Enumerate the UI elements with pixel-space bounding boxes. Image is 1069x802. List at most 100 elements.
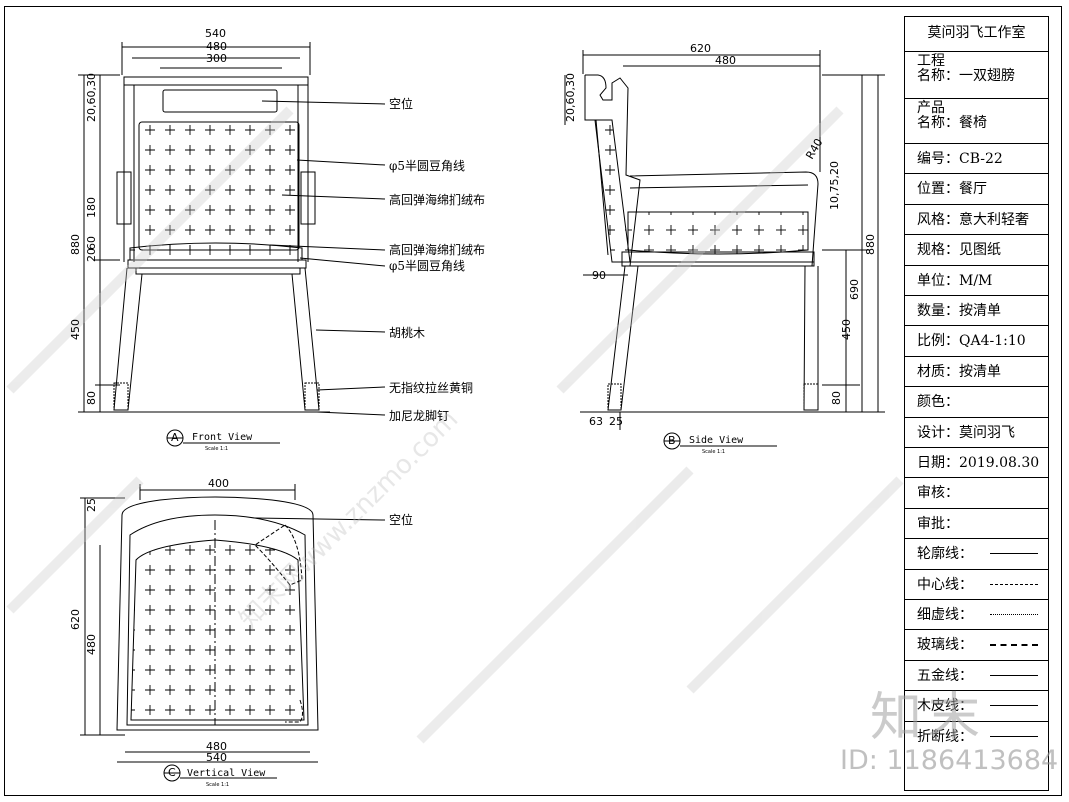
- tb-row-14: 审批：: [905, 509, 1048, 540]
- tb-row-20: 木皮线：: [905, 691, 1048, 722]
- tb-label-12: 日期：: [917, 455, 959, 471]
- side-view-scale: Scale 1:1: [702, 449, 725, 455]
- tb-label-5: 规格：: [917, 242, 959, 259]
- callout-walnut: 胡桃木: [389, 325, 425, 340]
- tb-label-19: 五金线：: [917, 667, 973, 684]
- side-view: [564, 50, 885, 430]
- front-dim-20: 20: [85, 248, 98, 262]
- tb-row-16: 中心线：: [905, 570, 1048, 600]
- tb-row-21: 折断线：: [905, 722, 1048, 752]
- tb-label-7: 数量：: [917, 303, 959, 319]
- tb-row-9: 材质：按清单: [905, 357, 1048, 388]
- tb-value-8: QA4-1:10: [959, 333, 1026, 350]
- callout-foam-velvet-1: 高回弹海绵扪绒布: [389, 192, 485, 207]
- side-dim-450: 450: [840, 319, 853, 340]
- tb-value-12: 2019.08.30: [959, 455, 1040, 471]
- front-dim-480: 480: [206, 40, 227, 53]
- tb-row-17: 细虚线：: [905, 600, 1048, 631]
- top-callout-empty-slot: 空位: [389, 512, 413, 527]
- line-sample-solid: [990, 674, 1038, 676]
- line-sample-solid: [990, 553, 1038, 555]
- tb-row-3: 位置：餐厅: [905, 174, 1048, 205]
- title-block-header: 莫问羽飞工作室: [905, 17, 1048, 52]
- line-sample-break: [990, 735, 1038, 737]
- tb-row-7: 数量：按清单: [905, 296, 1048, 327]
- callout-foam-velvet-2: 高回弹海绵扪绒布: [389, 242, 485, 257]
- front-dim-top-rails: 20,60,30: [85, 73, 98, 122]
- tb-label-8: 比例：: [917, 333, 959, 350]
- tb-label-14: 审批：: [917, 515, 959, 532]
- tb-label-11: 设计：: [917, 424, 959, 441]
- callout-nylon-glide: 加尼龙脚钉: [389, 408, 449, 423]
- tb-label-project: 工程: [917, 53, 945, 69]
- front-view-scale: Scale 1:1: [205, 446, 228, 452]
- tb-label-project-name: 名称：: [917, 68, 959, 84]
- tb-value-project: 一双翅膀: [959, 68, 1015, 84]
- tb-value-2: CB-22: [959, 151, 1003, 167]
- tb-row-8: 比例：QA4-1:10: [905, 326, 1048, 357]
- tb-row-12: 日期：2019.08.30: [905, 448, 1048, 479]
- front-dim-300: 300: [206, 52, 227, 65]
- side-dim-63: 63: [589, 415, 603, 428]
- tb-row-11: 设计：莫问羽飞: [905, 418, 1048, 448]
- line-sample-glass: [990, 644, 1038, 647]
- side-dim-25: 25: [609, 415, 623, 428]
- tb-label-16: 中心线：: [917, 576, 973, 593]
- line-sample-wave: [990, 705, 1038, 707]
- top-view-title: Vertical View: [187, 768, 266, 779]
- top-view-label: [163, 764, 277, 782]
- top-view: [80, 484, 386, 763]
- front-label-letter: A: [171, 431, 179, 444]
- drawing-frame: [4, 6, 1062, 796]
- tb-label-15: 轮廓线：: [917, 546, 973, 563]
- top-dim-480: 480: [85, 634, 98, 655]
- tb-row-18: 玻璃线：: [905, 630, 1048, 661]
- tb-label-18: 玻璃线：: [917, 637, 973, 654]
- tb-row-13: 审核：: [905, 478, 1048, 509]
- callout-brass: 无指纹拉丝黄铜: [389, 380, 473, 395]
- tb-value-4: 意大利轻奢: [959, 211, 1029, 228]
- tb-value-7: 按清单: [959, 303, 1001, 319]
- tb-label-13: 审核：: [917, 485, 959, 502]
- front-view-label: [166, 429, 280, 447]
- front-dim-180: 180: [85, 197, 98, 218]
- top-label-letter: C: [168, 766, 176, 779]
- side-label-letter: B: [668, 434, 676, 447]
- callout-piping-2: φ5半圆豆角线: [389, 259, 465, 273]
- side-dim-arm: 10,75,20: [828, 161, 841, 210]
- tb-label-4: 风格：: [917, 211, 959, 228]
- front-view-title: Front View: [192, 432, 253, 443]
- tb-label-21: 折断线：: [917, 728, 973, 745]
- front-dim-540: 540: [205, 27, 226, 40]
- front-dim-450: 450: [69, 319, 82, 340]
- tb-row-2: 编号：CB-22: [905, 144, 1048, 175]
- diagonal-watermark-text: 知末网www.znzmo.com: [234, 404, 465, 635]
- tb-row-project: 工程 名称：一双翅膀: [905, 52, 1048, 99]
- top-dim-bottom-540: 540: [206, 751, 227, 764]
- side-dim-top-rails: 20,60,30: [564, 73, 577, 122]
- top-view-scale: Scale 1:1: [206, 782, 229, 788]
- tb-value-9: 按清单: [959, 363, 1001, 380]
- side-view-title: Side View: [689, 435, 744, 446]
- top-dim-bottom-480: 480: [206, 740, 227, 753]
- tb-value-3: 餐厅: [959, 181, 987, 198]
- tb-row-15: 轮廓线：: [905, 539, 1048, 570]
- side-dim-690: 690: [848, 279, 861, 300]
- front-dim-60: 60: [85, 236, 98, 250]
- tb-value-11: 莫问羽飞: [959, 424, 1015, 441]
- tb-label-6: 单位：: [917, 272, 959, 289]
- tb-label-product-name: 名称：: [917, 115, 959, 131]
- line-sample-dash: [990, 614, 1038, 615]
- tb-value-5: 见图纸: [959, 242, 1001, 259]
- side-dim-480: 480: [715, 54, 736, 67]
- tb-label-20: 木皮线：: [917, 698, 973, 715]
- side-dim-620: 620: [690, 42, 711, 55]
- tb-label-9: 材质：: [917, 363, 959, 380]
- tb-label-2: 编号：: [917, 151, 959, 167]
- tb-row-4: 风格：意大利轻奢: [905, 205, 1048, 236]
- top-dim-620: 620: [69, 609, 82, 630]
- front-view: [78, 42, 386, 416]
- callout-piping-1: φ5半圆豆角线: [389, 159, 465, 173]
- tb-row-10: 颜色：: [905, 387, 1048, 418]
